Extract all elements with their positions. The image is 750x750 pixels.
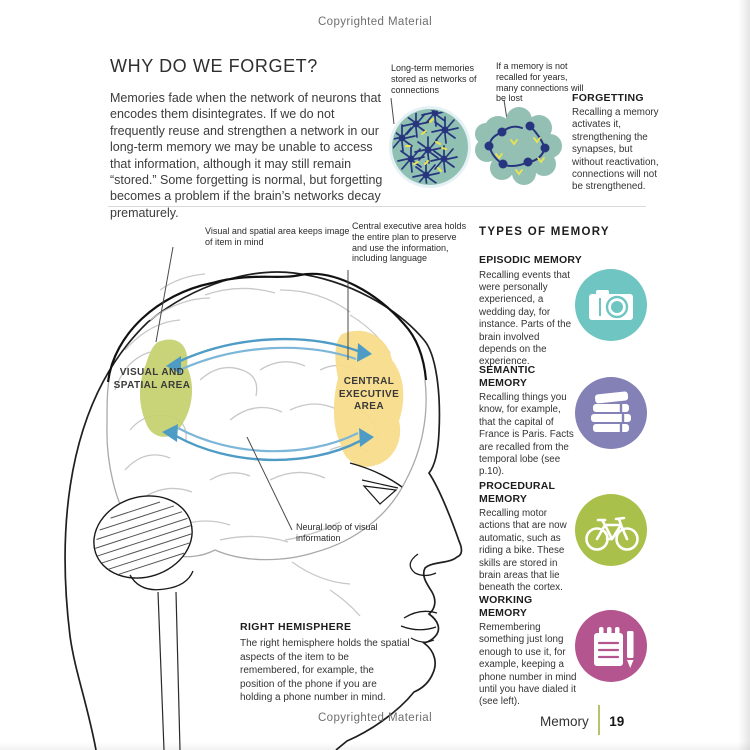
memory-item-title: WORKING MEMORY bbox=[479, 594, 533, 619]
footer-page-number: 19 bbox=[609, 713, 625, 729]
central-executive-area bbox=[333, 330, 404, 467]
memory-item-title: SEMANTIC MEMORY bbox=[479, 364, 536, 389]
memory-networks-illustration bbox=[389, 97, 562, 188]
head-brain-illustration bbox=[64, 246, 463, 750]
leader-line-network bbox=[390, 97, 395, 125]
section-divider bbox=[108, 206, 646, 207]
annotation-connections-lost: If a memory is not recalled for years, m… bbox=[496, 61, 584, 104]
sparse-network-icon bbox=[475, 107, 562, 185]
memory-item-procedural: PROCEDURAL MEMORY Recalling motor action… bbox=[479, 480, 667, 595]
forgetting-block: FORGETTING Recalling a memory activates … bbox=[572, 92, 664, 194]
camera-icon bbox=[575, 269, 647, 341]
annotation-visual-spatial: Visual and spatial area keeps image of i… bbox=[205, 226, 350, 247]
right-hemisphere-body: The right hemisphere holds the spatial a… bbox=[240, 638, 410, 704]
forgetting-body: Recalling a memory activates it, strengt… bbox=[572, 107, 659, 193]
page-title: WHY DO WE FORGET? bbox=[110, 56, 318, 76]
memory-item-episodic: EPISODIC MEMORY Recalling events that we… bbox=[479, 254, 667, 369]
intro-paragraph: Memories fade when the network of neuron… bbox=[110, 91, 383, 220]
brain-top-outline bbox=[106, 272, 428, 383]
memory-item-title: EPISODIC MEMORY bbox=[479, 254, 582, 266]
right-hemisphere-block: RIGHT HEMISPHERE The right hemisphere ho… bbox=[240, 621, 410, 705]
memory-item-body: Recalling things you know, for example, … bbox=[479, 392, 574, 478]
memory-item-semantic: SEMANTIC MEMORY Recalling things you kno… bbox=[479, 364, 667, 479]
annotation-long-term-memories: Long-term memories stored as networks of… bbox=[391, 63, 477, 95]
memory-item-body: Remembering something just long enough t… bbox=[479, 622, 577, 708]
forgetting-heading: FORGETTING bbox=[572, 92, 644, 104]
memory-item-title: PROCEDURAL MEMORY bbox=[479, 480, 555, 505]
types-of-memory-heading: TYPES OF MEMORY bbox=[479, 226, 610, 238]
memory-item-body: Recalling events that were personally ex… bbox=[479, 269, 572, 368]
right-hemisphere-heading: RIGHT HEMISPHERE bbox=[240, 621, 352, 633]
page-footer: Memory 19 bbox=[540, 705, 625, 736]
annotation-central-executive: Central executive area holds the entire … bbox=[352, 221, 467, 264]
bicycle-icon bbox=[575, 494, 647, 566]
neural-loop-arrows bbox=[162, 337, 374, 462]
diagram-leader-lines bbox=[155, 246, 349, 531]
brain-gyri bbox=[114, 273, 391, 617]
watermark-bottom: Copyrighted Material bbox=[317, 712, 433, 724]
spine-lines bbox=[157, 591, 181, 750]
footer-section-title: Memory bbox=[540, 713, 589, 729]
footer-divider-bar bbox=[597, 705, 601, 735]
memory-item-working: WORKING MEMORY Remembering something jus… bbox=[479, 594, 667, 709]
dense-network-icon bbox=[389, 106, 471, 188]
neural-loop-label: Neural loop of visual information bbox=[296, 522, 378, 543]
face-features bbox=[349, 462, 438, 643]
central-executive-area-label: CENTRAL EXECUTIVE AREA bbox=[338, 376, 400, 412]
brain-lower-outline bbox=[106, 379, 427, 561]
cerebellum bbox=[93, 495, 194, 591]
notepad-icon bbox=[575, 610, 647, 682]
page-edge-shadow-bottom bbox=[0, 742, 750, 750]
memory-item-body: Recalling motor actions that are now aut… bbox=[479, 508, 567, 594]
page-edge-shadow-right bbox=[738, 0, 750, 750]
watermark-top: Copyrighted Material bbox=[317, 16, 433, 28]
visual-spatial-area-label: VISUAL AND SPATIAL AREA bbox=[113, 367, 191, 391]
books-icon bbox=[575, 377, 647, 449]
